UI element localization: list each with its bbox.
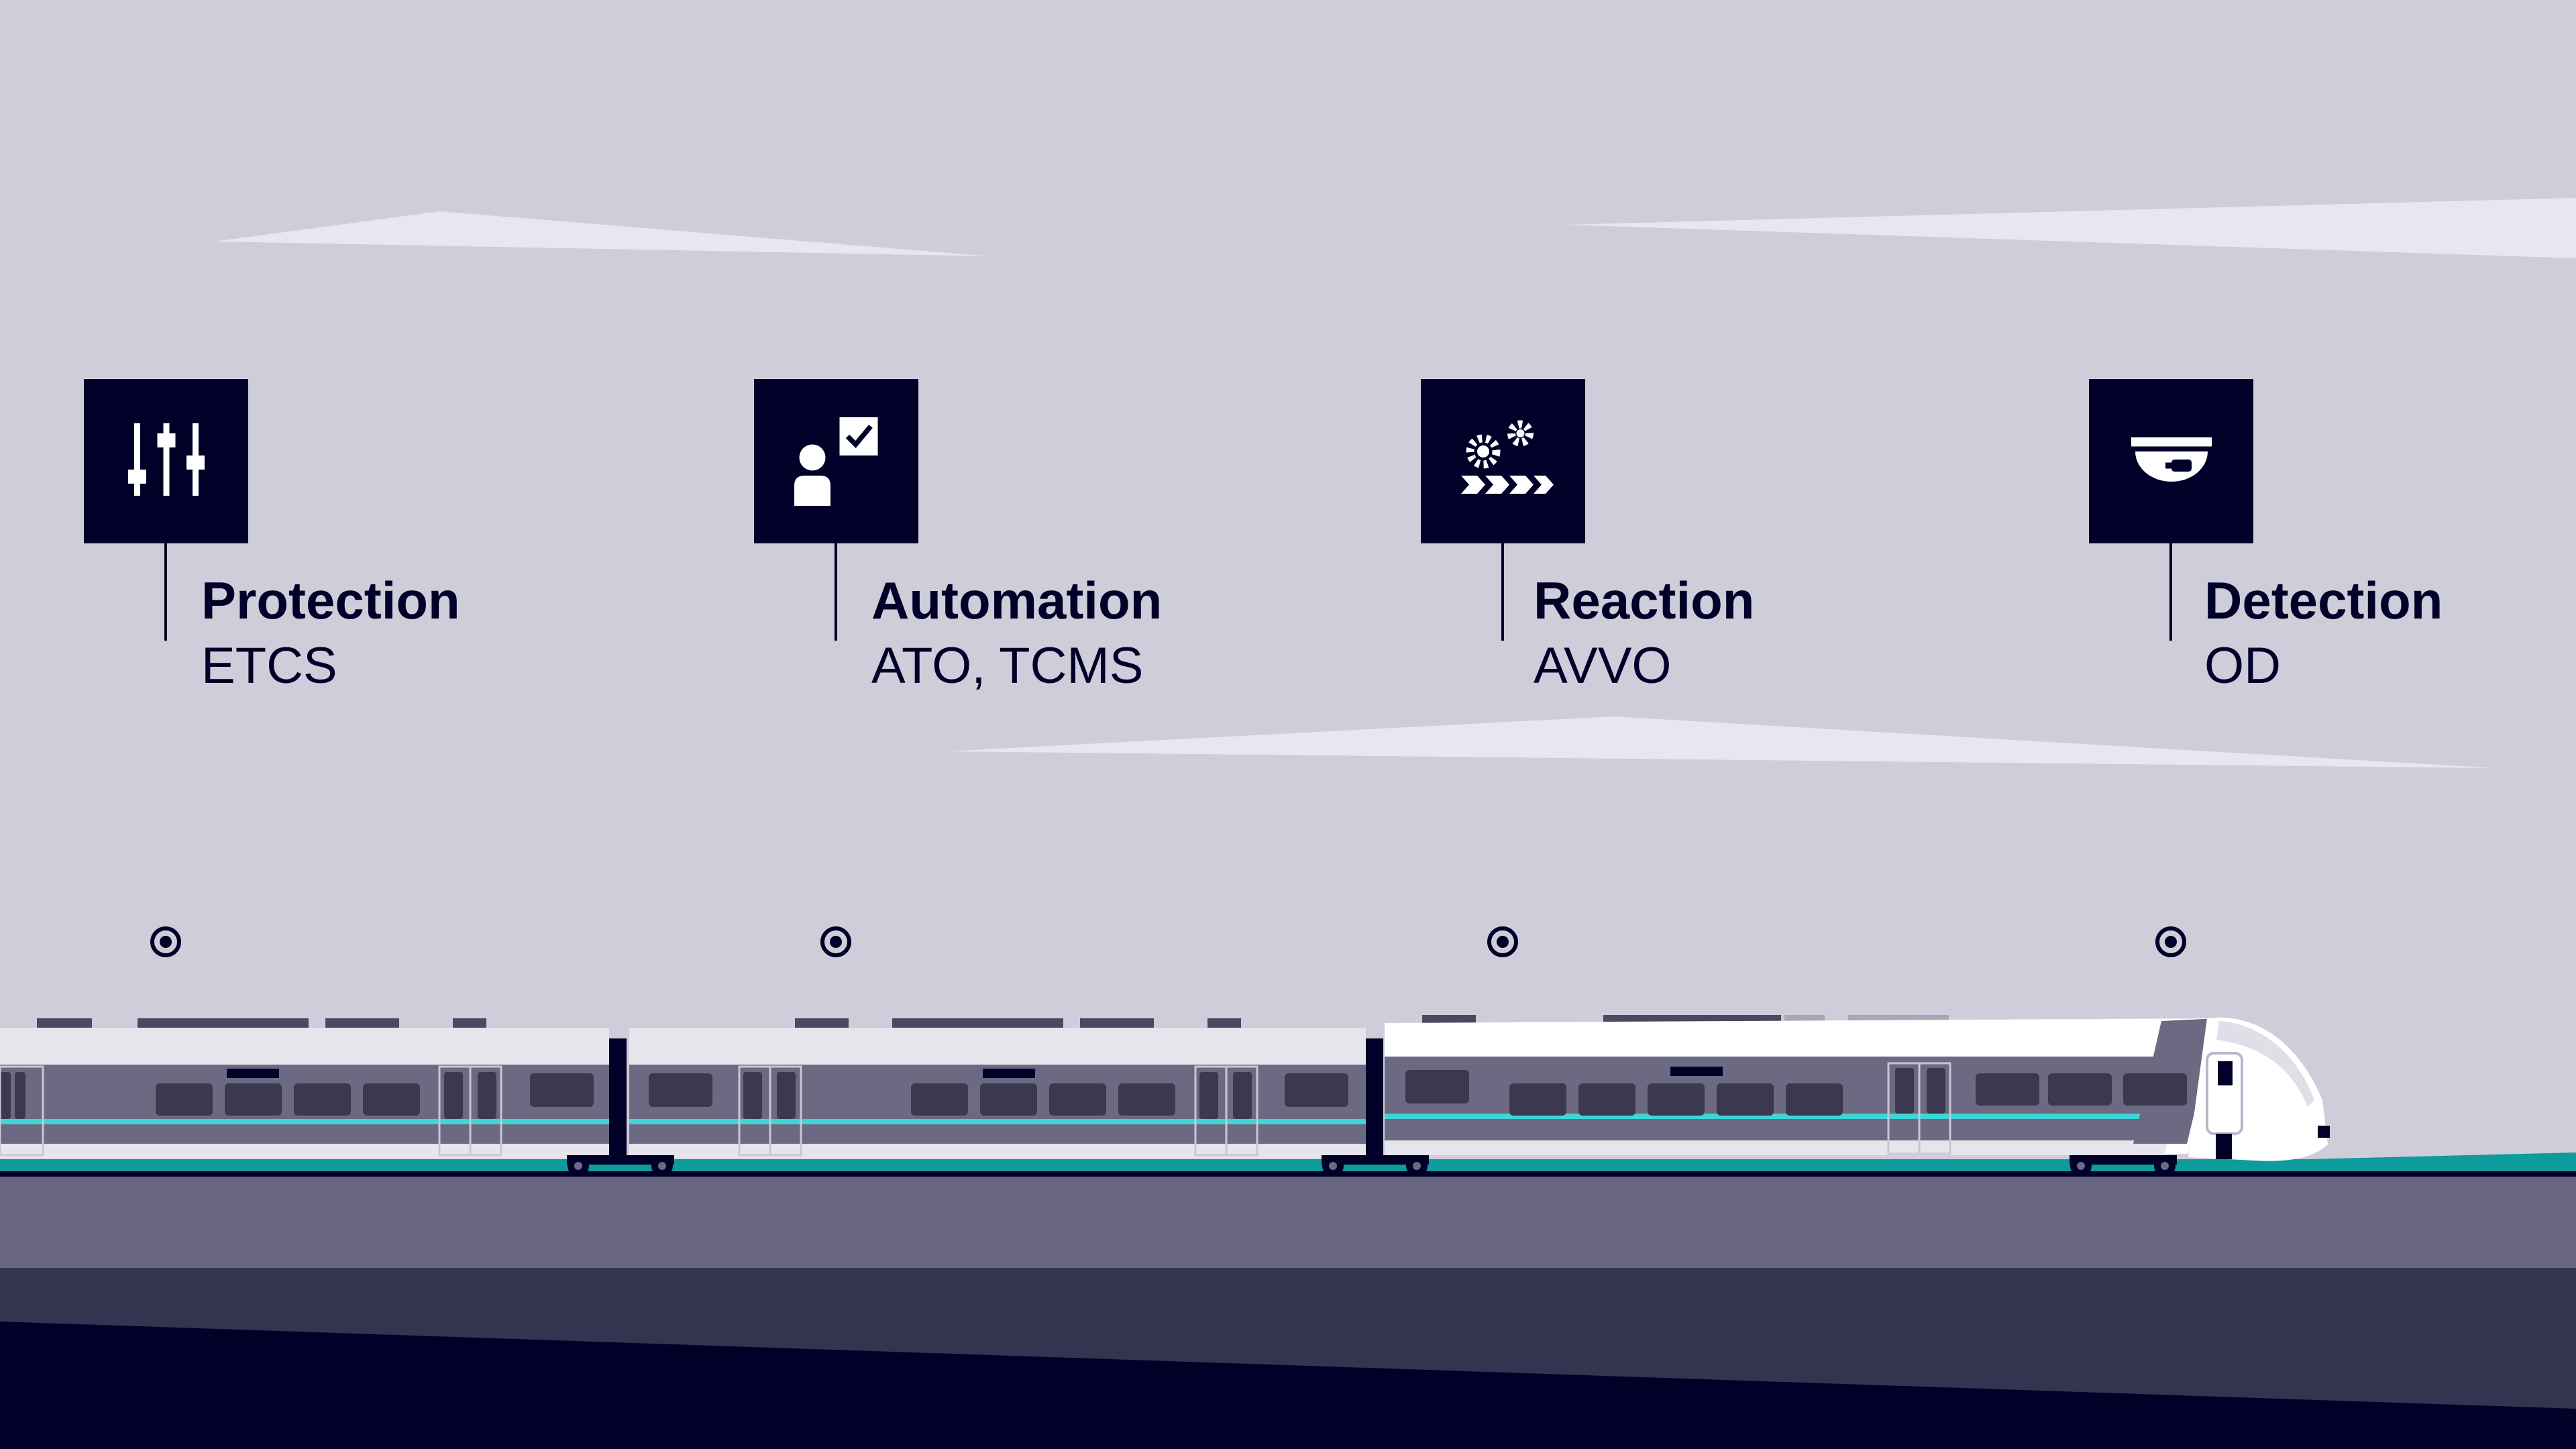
feature-label: Automation ATO, TCMS (871, 567, 1162, 698)
connector-line (164, 543, 167, 641)
connector-line (2169, 543, 2172, 641)
connector-dot (150, 926, 2186, 957)
train-car (0, 1028, 609, 1159)
ground-embankment (0, 1177, 2576, 1271)
train-car (629, 1028, 1366, 1159)
feature-title: Automation (871, 571, 1163, 630)
ground-foreground (0, 1322, 2576, 1449)
connector-line (1501, 543, 1504, 641)
dome-camera-icon (2131, 437, 2212, 482)
coupling (1366, 1038, 1383, 1159)
person-checkbox-icon (794, 417, 877, 506)
rail (0, 1171, 2576, 1177)
coupling (609, 1038, 627, 1159)
icon-tile (84, 379, 248, 543)
feature-title: Detection (2204, 571, 2443, 630)
feature-title: Reaction (1534, 571, 1755, 630)
track-ballast (2308, 1152, 2576, 1173)
cloud-streak (1566, 198, 2576, 258)
feature-label: Protection ETCS (201, 567, 460, 698)
feature-label: Reaction AVVO (1534, 567, 1754, 698)
icon-tile (2089, 379, 2253, 543)
feature-subtitle: ETCS (201, 637, 337, 694)
cloud-streak (215, 211, 989, 256)
gears-arrows-icon (1460, 420, 1554, 494)
feature-title: Protection (201, 571, 460, 630)
sliders-icon (127, 423, 205, 496)
feature-subtitle: AVVO (1534, 637, 1672, 694)
feature-subtitle: OD (2204, 637, 2281, 694)
train-lead-car (1385, 1017, 2330, 1161)
connector-line (835, 543, 837, 641)
connector-dot-center (160, 936, 2177, 948)
track-ballast (0, 1159, 2576, 1173)
wheel-hub (574, 1162, 2169, 1170)
cloud-streak (946, 716, 2496, 768)
icon-tile (1421, 379, 1585, 543)
icon-tile (754, 379, 918, 543)
feature-label: Detection OD (2204, 567, 2443, 698)
feature-subtitle: ATO, TCMS (871, 637, 1144, 694)
bogie (567, 1155, 2177, 1177)
